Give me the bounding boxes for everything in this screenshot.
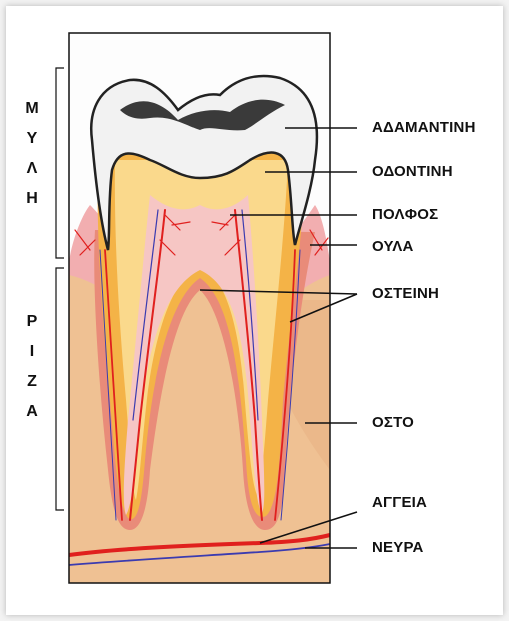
crown-bracket (56, 68, 64, 258)
root-bracket (56, 268, 64, 510)
root-letter-4: Α (22, 403, 42, 421)
crown-letter-3: Λ (22, 160, 42, 178)
root-letter-1: Ρ (22, 313, 42, 331)
crown-letter-2: Υ (22, 130, 42, 148)
crown-letter-1: Μ (22, 100, 42, 118)
root-letter-3: Ζ (22, 373, 42, 391)
root-letter-2: Ι (22, 343, 42, 361)
label-bone: ΟΣΤΟ (372, 414, 414, 431)
label-cementum: ΟΣΤΕΙΝΗ (372, 285, 439, 302)
label-vessels: ΑΓΓΕΙΑ (372, 494, 427, 511)
label-pulp: ΠΟΛΦΟΣ (372, 206, 438, 223)
crown-letter-4: Η (22, 190, 42, 208)
label-gum: ΟΥΛΑ (372, 238, 414, 255)
label-dentin: ΟΔΟΝΤΙΝΗ (372, 163, 453, 180)
label-nerves: ΝΕΥΡΑ (372, 539, 424, 556)
label-enamel: ΑΔΑΜΑΝΤΙΝΗ (372, 119, 476, 136)
